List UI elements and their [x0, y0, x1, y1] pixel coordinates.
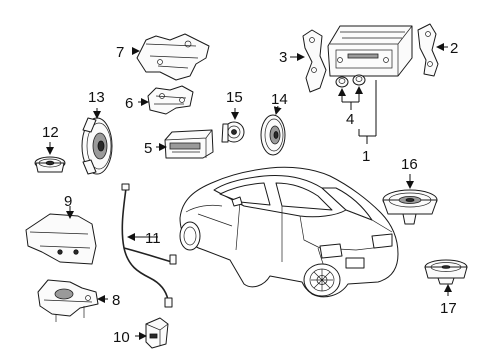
- callout-7: 7: [116, 44, 124, 61]
- callout-9: 9: [64, 193, 72, 210]
- callout-6: 6: [125, 95, 133, 112]
- part-13-door-speaker[interactable]: [81, 117, 113, 175]
- part-6-mount[interactable]: [147, 85, 194, 115]
- callout-15: 15: [226, 89, 243, 106]
- callout-8: 8: [112, 292, 120, 309]
- callout-2: 2: [450, 40, 458, 57]
- vehicle-sedan: [179, 166, 399, 298]
- callout-17: 17: [440, 300, 457, 317]
- part-12-speaker[interactable]: [34, 156, 66, 173]
- part-15-tweeter[interactable]: [221, 121, 245, 143]
- callout-12: 12: [42, 124, 59, 141]
- callout-3: 3: [279, 49, 287, 66]
- callout-11: 11: [145, 230, 161, 247]
- part-14-speaker[interactable]: [260, 114, 286, 156]
- part-17-speaker[interactable]: [424, 259, 468, 285]
- callout-10: 10: [113, 329, 130, 346]
- part-5-amplifier[interactable]: [164, 129, 214, 159]
- callout-1: 1: [362, 148, 370, 165]
- callout-4: 4: [346, 111, 354, 128]
- part-7-bracket[interactable]: [136, 33, 210, 81]
- part-10-connector[interactable]: [145, 317, 169, 349]
- callout-13: 13: [88, 89, 105, 106]
- part-11-cable[interactable]: [121, 183, 177, 308]
- callout-5: 5: [144, 140, 152, 157]
- callout-16: 16: [401, 156, 418, 173]
- part-16-speaker[interactable]: [382, 189, 438, 225]
- callout-14: 14: [271, 91, 288, 108]
- part-4-knobs[interactable]: [335, 74, 366, 88]
- part-9-cover[interactable]: [25, 213, 97, 265]
- part-8-bracket[interactable]: [37, 279, 99, 322]
- part-2-bracket[interactable]: [417, 23, 439, 77]
- part-1-head-unit[interactable]: [327, 25, 413, 77]
- part-3-bracket[interactable]: [302, 29, 327, 93]
